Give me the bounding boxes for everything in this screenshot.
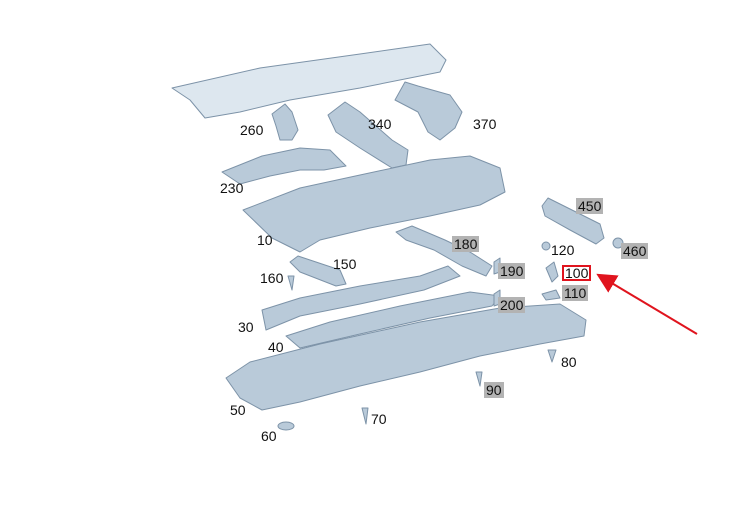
label-120: 120 bbox=[551, 242, 575, 258]
part-340 bbox=[327, 101, 409, 169]
part-370 bbox=[394, 81, 463, 141]
part-70 bbox=[361, 407, 369, 425]
label-80: 80 bbox=[561, 354, 577, 370]
label-70: 70 bbox=[371, 411, 387, 427]
label-260: 260 bbox=[240, 122, 264, 138]
part-30 bbox=[261, 265, 461, 331]
label-180: 180 bbox=[452, 236, 480, 252]
label-460: 460 bbox=[621, 243, 649, 259]
label-10: 10 bbox=[257, 232, 273, 248]
part-80 bbox=[547, 349, 557, 363]
label-150: 150 bbox=[333, 256, 357, 272]
part-front-wall bbox=[171, 43, 447, 119]
part-10 bbox=[242, 155, 506, 253]
label-190: 190 bbox=[498, 263, 526, 279]
part-110 bbox=[541, 289, 561, 301]
label-40: 40 bbox=[268, 339, 284, 355]
label-50: 50 bbox=[230, 402, 246, 418]
part-180 bbox=[395, 225, 493, 277]
label-110: 110 bbox=[562, 285, 589, 301]
part-260 bbox=[271, 103, 299, 141]
part-150 bbox=[289, 255, 347, 287]
label-100-highlighted: 100 bbox=[562, 265, 592, 281]
part-160 bbox=[287, 275, 295, 291]
label-30: 30 bbox=[238, 319, 254, 335]
label-200: 200 bbox=[498, 297, 526, 313]
part-100 bbox=[545, 261, 559, 283]
label-60: 60 bbox=[261, 428, 277, 444]
label-370: 370 bbox=[473, 116, 497, 132]
part-230 bbox=[221, 147, 347, 185]
label-230: 230 bbox=[220, 180, 244, 196]
callout-arrow bbox=[596, 273, 698, 335]
label-450: 450 bbox=[576, 198, 604, 214]
part-60 bbox=[277, 421, 295, 431]
part-50 bbox=[225, 303, 587, 411]
label-160: 160 bbox=[260, 270, 284, 286]
part-450 bbox=[541, 197, 605, 245]
label-340: 340 bbox=[368, 116, 392, 132]
part-90 bbox=[475, 371, 483, 387]
part-120 bbox=[541, 241, 551, 251]
label-90: 90 bbox=[484, 382, 504, 398]
